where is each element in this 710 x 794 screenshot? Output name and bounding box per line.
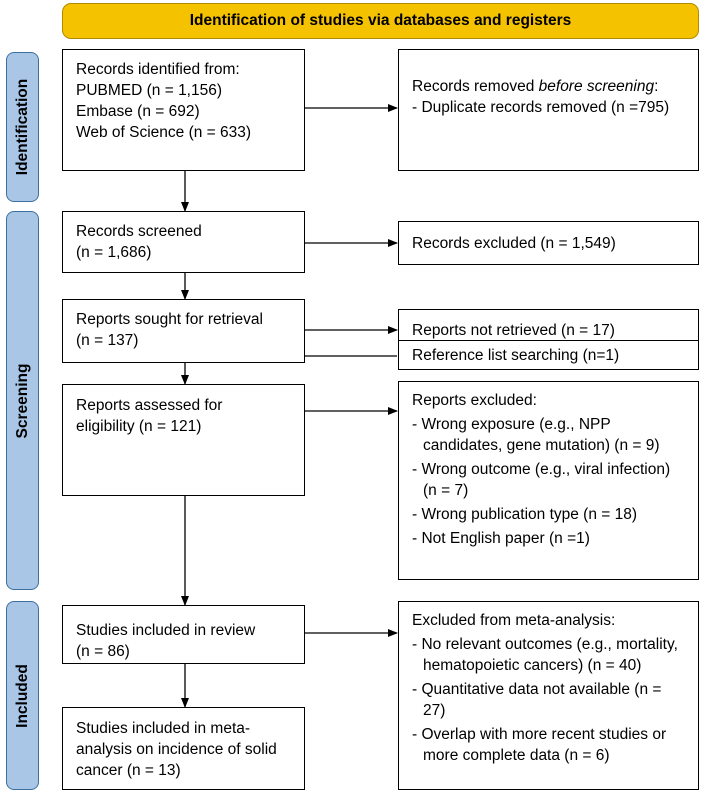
records-removed-item: - Duplicate records removed (n =795) [412, 99, 670, 116]
excluded-meta-item: - Quantitative data not available (n = 2… [412, 681, 662, 719]
records-screened-line: (n = 1,686) [76, 244, 152, 261]
reports-excluded-item: - Wrong publication type (n = 18) [412, 506, 638, 523]
phase-included: Included [6, 601, 39, 790]
reports-sought-line: Reports sought for retrieval [76, 311, 263, 328]
reports-excluded-title: Reports excluded: [412, 392, 537, 409]
studies-meta-line: Studies included in meta- [76, 720, 251, 737]
phase-identification: Identification [6, 52, 39, 202]
studies-meta-box: Studies included in meta- analysis on in… [62, 707, 305, 790]
reports-sought-line: (n = 137) [76, 332, 139, 349]
excluded-meta-item: - No relevant outcomes (e.g., mortality,… [412, 636, 678, 674]
records-excluded-box: Records excluded (n = 1,549) [398, 221, 699, 265]
records-screened-line: Records screened [76, 223, 202, 240]
records-identified-line: Web of Science (n = 633) [76, 124, 252, 141]
reports-assessed-line: Reports assessed for [76, 397, 223, 414]
reports-excluded-item: - Wrong exposure (e.g., NPP candidates, … [412, 416, 660, 454]
reference-list-box: Reference list searching (n=1) [398, 340, 699, 370]
records-identified-box: Records identified from: PUBMED (n = 1,1… [62, 49, 305, 171]
records-screened-box: Records screened (n = 1,686) [62, 211, 305, 273]
reports-excluded-box: Reports excluded: - Wrong exposure (e.g.… [398, 381, 699, 580]
header-title: Identification of studies via databases … [62, 3, 699, 39]
reference-list-text: Reference list searching (n=1) [412, 347, 620, 364]
reports-sought-box: Reports sought for retrieval (n = 137) [62, 299, 305, 363]
reports-assessed-box: Reports assessed for eligibility (n = 12… [62, 384, 305, 496]
studies-meta-line: cancer (n = 13) [76, 762, 181, 779]
records-identified-line: Records identified from: [76, 61, 240, 78]
records-removed-title-plain: Records removed [412, 78, 539, 95]
reports-excluded-item: - Wrong outcome (e.g., viral infection) … [412, 461, 671, 499]
excluded-meta-box: Excluded from meta-analysis: - No releva… [398, 601, 699, 790]
phase-screening: Screening [6, 211, 39, 590]
records-identified-line: PUBMED (n = 1,156) [76, 82, 223, 99]
records-identified-line: Embase (n = 692) [76, 103, 200, 120]
studies-review-line: Studies included in review [76, 622, 256, 639]
studies-review-line: (n = 86) [76, 643, 130, 660]
records-removed-box: Records removed before screening: - Dupl… [398, 49, 699, 171]
excluded-meta-item: - Overlap with more recent studies or mo… [412, 726, 667, 764]
records-excluded-text: Records excluded (n = 1,549) [412, 235, 616, 252]
studies-meta-line: analysis on incidence of solid [76, 741, 277, 758]
records-removed-title-end: : [654, 78, 659, 95]
records-removed-title-italic: before screening [538, 78, 655, 95]
records-removed-title: Records removed before screening: [412, 76, 688, 97]
studies-review-box: Studies included in review (n = 86) [62, 605, 305, 664]
reports-assessed-line: eligibility (n = 121) [76, 418, 202, 435]
reports-not-retrieved-text: Reports not retrieved (n = 17) [412, 322, 615, 339]
reports-excluded-item: - Not English paper (n =1) [412, 530, 590, 547]
excluded-meta-title: Excluded from meta-analysis: [412, 612, 616, 629]
